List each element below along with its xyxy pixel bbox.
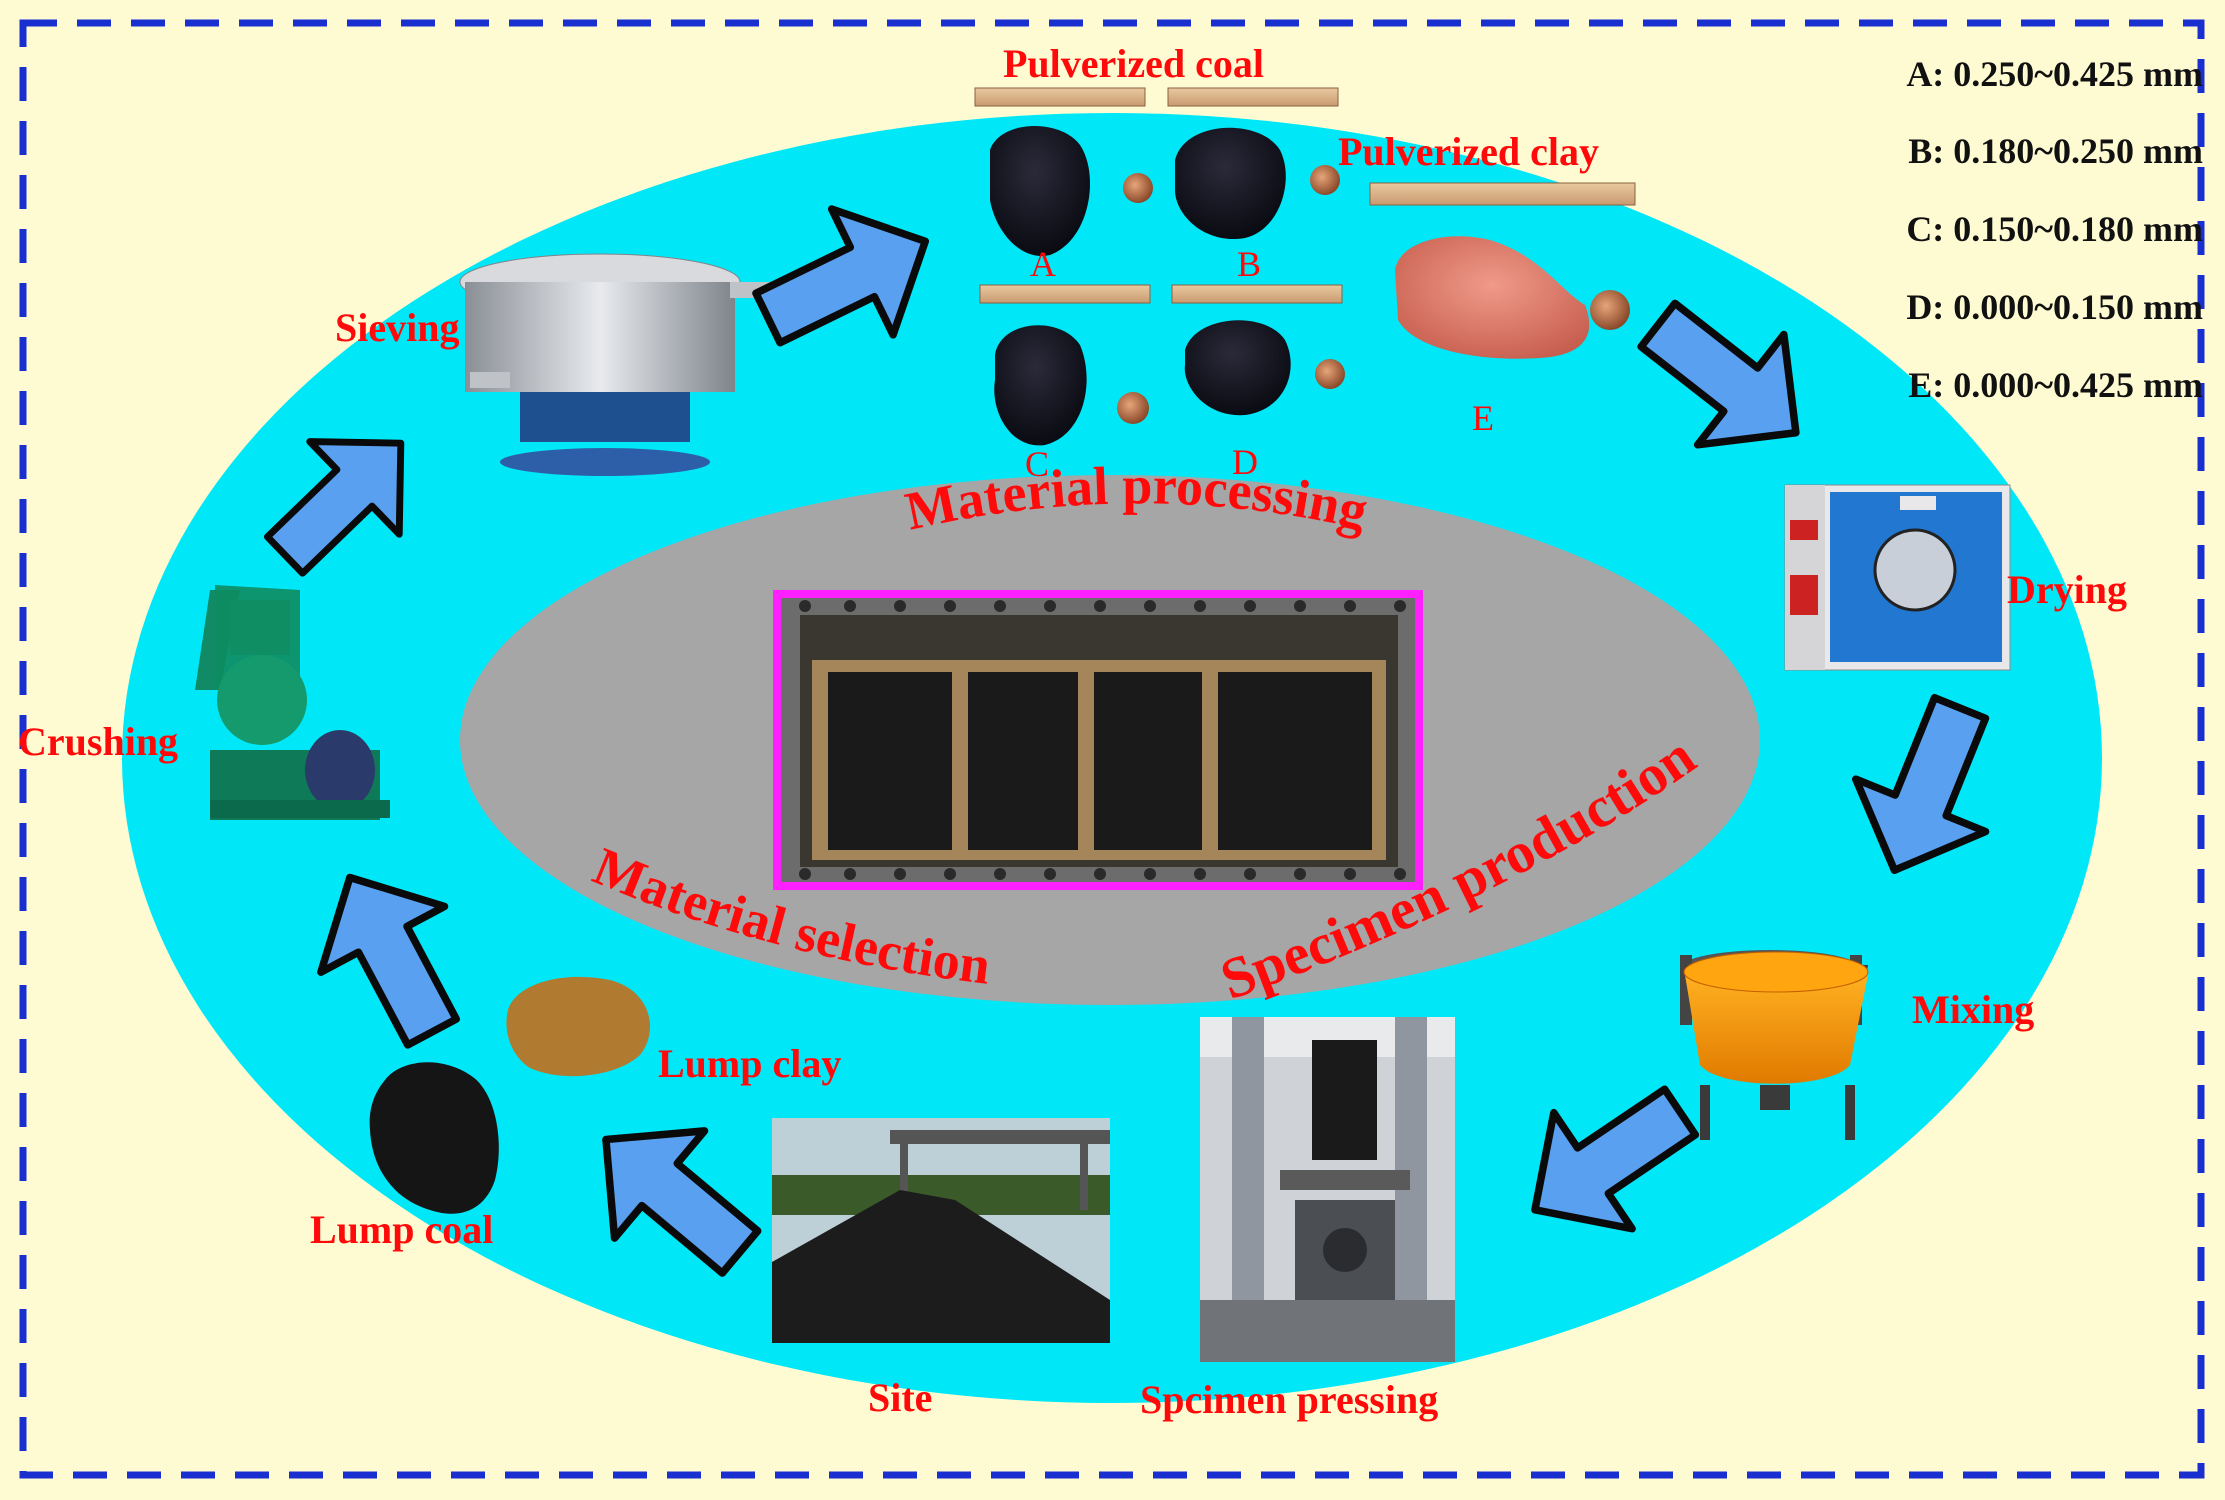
arrow-pulverized-to-drying (1637, 299, 1800, 449)
sample-d-image (1171, 284, 1345, 416)
sample-a-image (974, 87, 1153, 256)
label-specimen-pressing: Spcimen pressing (1140, 1377, 1439, 1422)
label-sieving: Sieving (335, 305, 460, 350)
sample-letter-d: D (1232, 442, 1258, 482)
crushing-machine-image (195, 585, 390, 820)
arrow-sieving-to-pulverized (752, 205, 930, 347)
sieving-machine-image (459, 253, 780, 476)
label-drying: Drying (2007, 567, 2127, 612)
mixer-image (1680, 950, 1869, 1140)
label-pulverized-coal: Pulverized coal (1003, 41, 1265, 86)
arrow-drying-to-mixing (1852, 693, 1990, 875)
drying-oven-image (1784, 484, 2011, 671)
sample-letter-a: A (1030, 244, 1056, 284)
label-lump-coal: Lump coal (310, 1207, 494, 1252)
arrow-mixing-to-pressing (1531, 1085, 1700, 1233)
label-crushing: Crushing (18, 719, 179, 764)
dashed-frame (19, 19, 2205, 1479)
sample-letter-b: B (1237, 244, 1262, 284)
lump-clay-image (506, 976, 650, 1077)
label-site: Site (868, 1375, 933, 1420)
specimen-mold-image (773, 590, 1423, 890)
arrow-crushing-to-sieving (263, 438, 405, 577)
legend-item: A: 0.250~0.425 mm (1906, 54, 2203, 94)
legend-item: D: 0.000~0.150 mm (1906, 287, 2203, 327)
arrow-site-to-lumps (602, 1127, 762, 1277)
legend-item: C: 0.150~0.180 mm (1906, 209, 2203, 249)
sample-e-image (1369, 182, 1636, 359)
legend-item: B: 0.180~0.250 mm (1908, 131, 2203, 171)
site-image (772, 1118, 1110, 1343)
arrow-lumps-to-crushing (317, 873, 461, 1049)
label-lump-clay: Lump clay (658, 1041, 842, 1086)
specimen-pressing-image (1200, 1017, 1455, 1362)
sample-letter-c: C (1025, 444, 1050, 484)
legend-item: E: 0.000~0.425 mm (1908, 365, 2203, 405)
sample-b-image (1167, 87, 1340, 240)
sample-letter-e: E (1472, 398, 1494, 438)
sample-c-image (979, 284, 1151, 446)
lump-coal-image (369, 1062, 499, 1214)
label-mixing: Mixing (1912, 987, 2035, 1032)
label-pulverized-clay: Pulverized clay (1338, 129, 1600, 174)
